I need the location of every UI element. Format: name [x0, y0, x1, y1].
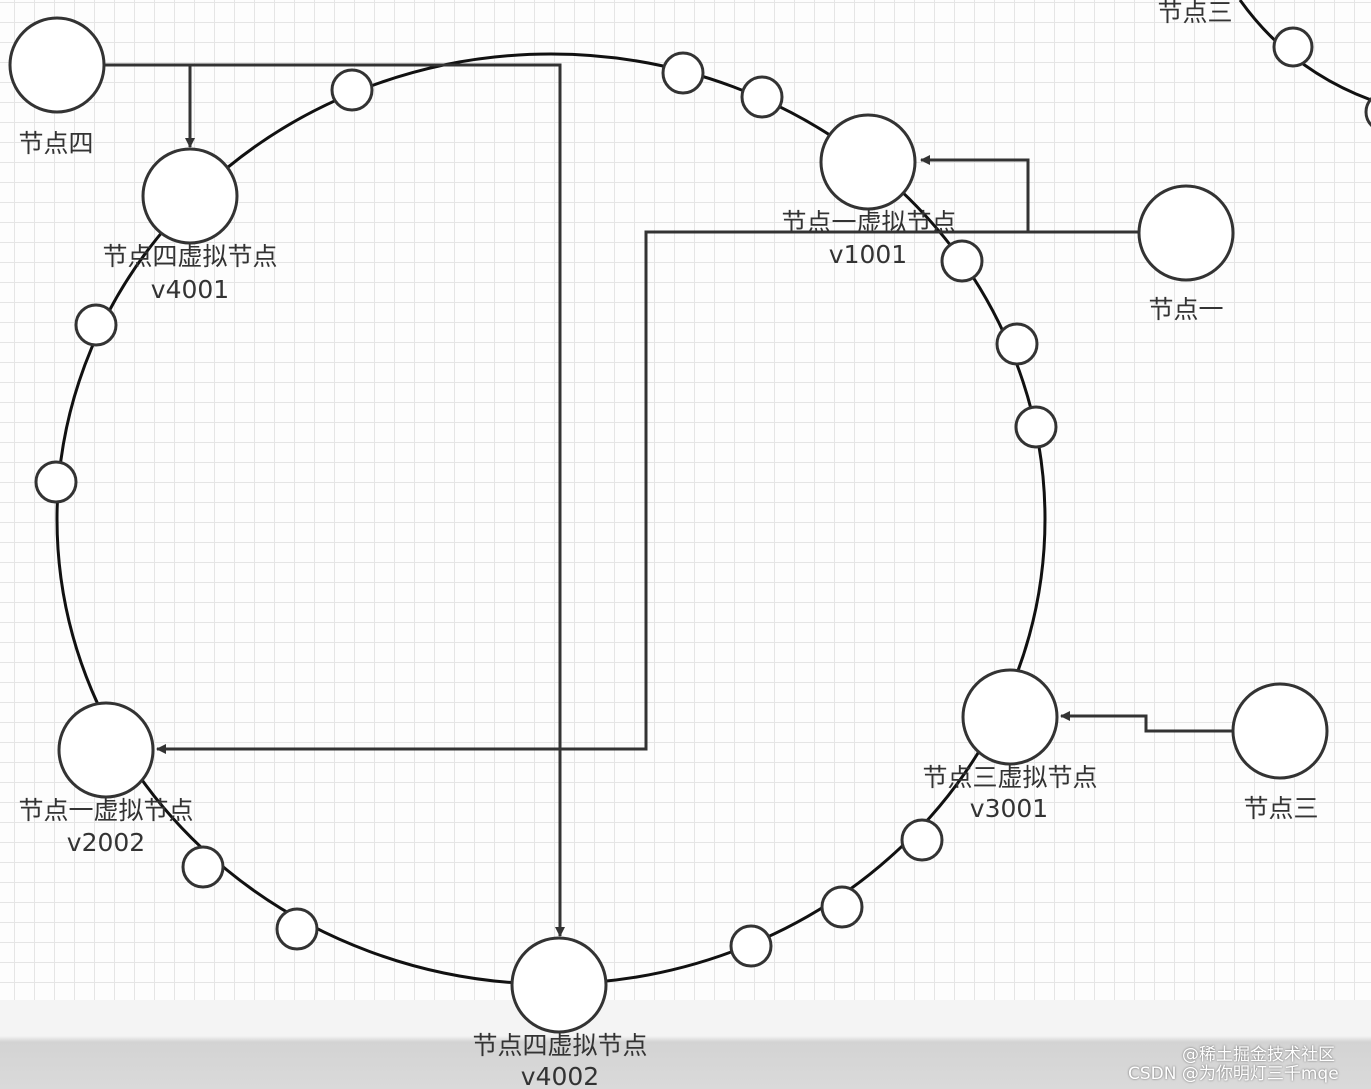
v2002-id: v2002 — [67, 828, 145, 857]
ring-slot — [1014, 405, 1058, 449]
v1001-id: v1001 — [829, 240, 907, 269]
node1-label: 节点一 — [1148, 295, 1223, 324]
physical-node-4[interactable] — [8, 16, 106, 114]
virtual-node-v4002[interactable] — [510, 936, 608, 1034]
connector-node3-to-v3001 — [1060, 711, 1233, 733]
physical-node-1[interactable] — [1137, 184, 1235, 282]
ring-slot — [181, 845, 225, 889]
virtual-node-v1001[interactable] — [819, 113, 917, 211]
ring-slot — [729, 924, 773, 968]
csdn-watermark: CSDN @为你明灯三千mqe — [1128, 1064, 1339, 1084]
ring-slot — [940, 239, 984, 283]
ring-slot — [330, 68, 374, 112]
connector-node1-to-v2002 — [156, 230, 1140, 754]
juejin-watermark: @稀土掘金技术社区 — [1182, 1045, 1335, 1065]
v1001-name: 节点一虚拟节点 — [781, 208, 956, 237]
partial-ring-slot — [1364, 97, 1371, 127]
v4002-name: 节点四虚拟节点 — [472, 1031, 647, 1060]
node4-label: 节点四 — [18, 129, 93, 158]
canvas-bottom-bar — [0, 1000, 1371, 1089]
node3-top-label: 节点三 — [1157, 0, 1232, 27]
connector-node4-to-v4001 — [104, 63, 195, 148]
v4001-id: v4001 — [151, 275, 229, 304]
ring-slots — [34, 51, 1058, 968]
v3001-name: 节点三虚拟节点 — [922, 763, 1097, 792]
virtual-node-v2002[interactable] — [57, 701, 155, 799]
v2002-name: 节点一虚拟节点 — [18, 796, 193, 825]
connector-node4-to-v4002 — [104, 63, 565, 937]
ring-slot — [34, 460, 78, 504]
ring-slot — [275, 907, 319, 951]
ring-slot — [900, 818, 944, 862]
ring-slot — [820, 885, 864, 929]
v4002-id: v4002 — [521, 1062, 599, 1089]
v3001-id: v3001 — [970, 794, 1048, 823]
node3-label: 节点三 — [1243, 794, 1318, 823]
virtual-node-v4001[interactable] — [141, 147, 239, 245]
v4001-name: 节点四虚拟节点 — [102, 242, 277, 271]
ring-slot — [74, 303, 118, 347]
partial-ring-slot — [1272, 26, 1314, 68]
physical-node-3[interactable] — [1231, 682, 1329, 780]
virtual-node-v3001[interactable] — [961, 668, 1059, 766]
ring-slot — [995, 322, 1039, 366]
ring-slot — [661, 51, 705, 95]
ring-slot — [740, 75, 784, 119]
